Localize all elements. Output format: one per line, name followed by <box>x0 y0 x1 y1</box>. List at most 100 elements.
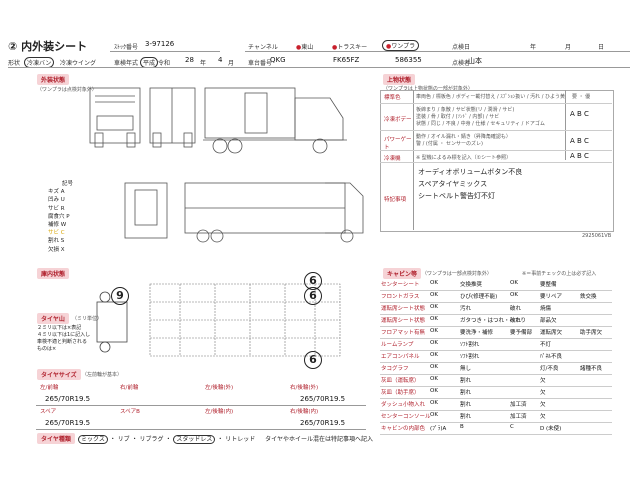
channel-option-3[interactable]: ●ワンプラ <box>382 40 420 51</box>
tire-kind-note: タイヤやホイール混在は特記事項へ記入 <box>265 436 373 443</box>
cabin-row-value-4[interactable]: 欠 <box>540 414 546 420</box>
cabin-row-ok[interactable]: OK <box>430 328 438 334</box>
inspector-value: 山本 <box>468 57 482 65</box>
exterior-note: （ワンプラは点検対象外） <box>37 87 97 93</box>
tire-kind-retread[interactable]: リトレッド <box>225 436 256 443</box>
cabin-row-value-2[interactable]: 交換推奨 <box>460 282 483 288</box>
cabin-row-value-4[interactable]: 欠 <box>540 402 546 408</box>
upper-row-text-3: 動作 / オイル漏れ・錆き（昇降角確認も） 警 / (付属 ・ センサーのズレ) <box>416 134 511 147</box>
upper-row-label-2: 冷凍ボデー <box>384 117 412 123</box>
truck-exterior-diagram <box>89 87 364 243</box>
channel-option-2[interactable]: ●トラスキー <box>332 44 368 51</box>
cabin-row-value-2[interactable]: 割れ <box>460 402 472 408</box>
cabin-row-value-3[interactable]: 加工済 <box>510 402 527 408</box>
cabin-row-value-5[interactable]: 鉄交換 <box>580 294 597 300</box>
legend-item: キズ A <box>48 189 65 196</box>
cabin-row-value-4[interactable]: 部品欠 <box>540 318 557 324</box>
cabin-row-value-4[interactable]: 運転席欠 <box>540 330 563 336</box>
tire-kind-studless[interactable]: スタッドレス <box>173 435 216 444</box>
cabin-row-ok[interactable]: OK <box>430 364 438 370</box>
cabin-row-label: 灰皿（運転席） <box>381 378 420 384</box>
legend-item: 腐食穴 P <box>48 213 70 220</box>
year-label: 車検年式 <box>114 60 139 67</box>
cabin-row-value-3[interactable]: OK <box>510 280 518 286</box>
cabin-row: ダッシュ小物入れ OK 割れ 加工済 欠 <box>380 398 612 411</box>
special-note-1: オーディオボリュームボタン不良 <box>418 168 523 176</box>
cabin-row-value-4[interactable]: 欠 <box>540 378 546 384</box>
cabin-row-value-4[interactable]: 不灯 <box>540 342 552 348</box>
cabin-row-value-3[interactable]: 破れ <box>510 306 522 312</box>
cabin-row-label: タコグラフ <box>381 366 409 372</box>
legend-item: 補修 W <box>48 222 67 229</box>
cabin-row-value-2[interactable]: ガタつき・はつれ・へたり <box>460 318 527 324</box>
cabin-row-value-2[interactable]: B <box>460 424 464 430</box>
cabin-row-label: ダッシュ小物入れ <box>381 402 426 408</box>
tire-tread-rear-bottom: 6 <box>304 351 322 369</box>
cabin-row: 灰皿（助手席） OK 割れ 欠 <box>380 386 612 399</box>
cabin-row: 灰皿（運転席） OK 割れ 欠 <box>380 374 612 387</box>
tire-tread-rear-top: 6 <box>304 287 322 305</box>
cabin-row-value-5[interactable]: 助手席欠 <box>580 330 603 336</box>
tire-header-left-rear-outer: 左/後輪(外) <box>205 385 234 391</box>
cabin-row-ok[interactable]: OK <box>430 280 438 286</box>
cabin-row-ok[interactable]: OK <box>430 376 438 382</box>
cabin-row-value-2[interactable]: ｿﾌﾄ割れ <box>460 354 480 360</box>
tire-size-note: （左前輪が基本） <box>82 372 123 378</box>
channel-option-1[interactable]: ●東山 <box>296 44 314 51</box>
cabin-row-value-4[interactable]: 欠 <box>540 390 546 396</box>
cabin-row-ok[interactable]: OK <box>430 400 438 406</box>
tire-header-left-rear-inner: 左/後輪(内) <box>205 409 234 415</box>
cabin-section-tag: キャビン等 <box>383 268 422 279</box>
cabin-row-value-4[interactable]: 灯/不良 <box>540 366 559 372</box>
cabin-row-value-4[interactable]: D (未使) <box>540 426 562 432</box>
cabin-row-value-2[interactable]: 割れ <box>460 390 472 396</box>
cabin-row-ok[interactable]: OK <box>430 340 438 346</box>
cabin-row-value-2[interactable]: 汚れ <box>460 306 472 312</box>
cabin-row-value-2[interactable]: 割れ <box>460 414 472 420</box>
cabin-row-ok[interactable]: OK <box>430 316 438 322</box>
tire-size-spare: 265/70R19.5 <box>45 419 91 427</box>
tire-kind-options: ミックス ・ リブ ・ リブラグ ・ スタッドレス ・ リトレッド タイヤやホイ… <box>78 434 373 444</box>
tire-kind-riblug[interactable]: リブラグ <box>139 436 164 443</box>
cabin-row-label: 灰皿（助手席） <box>381 390 420 396</box>
cabin-row-ok[interactable]: OK <box>430 412 438 418</box>
cabin-row-ok[interactable]: OK <box>430 292 438 298</box>
upper-row-grade-4: A B C <box>570 152 589 160</box>
cabin-row-label: エアコンパネル <box>381 354 420 360</box>
cabin-row-value-4[interactable]: 焼傷 <box>540 306 552 312</box>
channel-label: チャンネル <box>248 44 278 51</box>
tire-state-tag: タイヤ山 <box>37 313 69 324</box>
model-value: FK65FZ <box>333 56 360 64</box>
cabin-row-value-3[interactable]: 破れ <box>510 318 522 324</box>
inspect-date-label: 点検日 <box>452 44 471 51</box>
cabin-row-value-3[interactable]: OK <box>510 292 518 298</box>
cabin-row-value-3[interactable]: C <box>510 424 514 430</box>
legend-item: サビ C <box>48 230 65 237</box>
cabin-row-value-2[interactable]: ｿﾌﾄ割れ <box>460 342 480 348</box>
cabin-row-value-2[interactable]: 割れ <box>460 378 472 384</box>
tire-kind-rib[interactable]: リブ <box>117 436 130 443</box>
date-day: 日 <box>598 44 605 51</box>
cabin-row-ok[interactable]: OK <box>430 352 438 358</box>
cabin-row-value-3[interactable]: 要予備部 <box>510 330 533 336</box>
footer-code: 2925061VB <box>582 233 612 239</box>
cabin-row-value-2[interactable]: 無し <box>460 366 472 372</box>
cabin-row-label: フロントガラス <box>381 294 420 300</box>
cabin-row-value-2[interactable]: ひび(修理不能) <box>460 294 498 300</box>
cabin-row-label: フロアマット有無 <box>381 330 426 336</box>
cabin-row-value-4[interactable]: 要整備 <box>540 282 557 288</box>
upper-row-grade-3: A B C <box>570 137 589 145</box>
cabin-row-ok[interactable]: OK <box>430 304 438 310</box>
tire-header-right-front: 右/前輪 <box>120 385 139 391</box>
cabin-row-value-5[interactable]: 諸種不良 <box>580 366 603 372</box>
cabin-row-ok[interactable]: OK <box>430 388 438 394</box>
upper-row-label-3: パワーゲート <box>384 137 412 151</box>
tire-kind-mix[interactable]: ミックス <box>78 435 108 444</box>
cabin-row-value-4[interactable]: 要リペア <box>540 294 563 300</box>
legend-item: 欠損 X <box>48 246 65 253</box>
cabin-row-value-4[interactable]: ﾊﾟﾈﾙ不良 <box>540 354 563 360</box>
cabin-row-value-2[interactable]: 要洗浄・補修 <box>460 330 494 336</box>
cabin-row-ok[interactable]: (ﾌﾟﾗ)A <box>430 426 447 432</box>
cabin-row-value-3[interactable]: 加工済 <box>510 414 527 420</box>
